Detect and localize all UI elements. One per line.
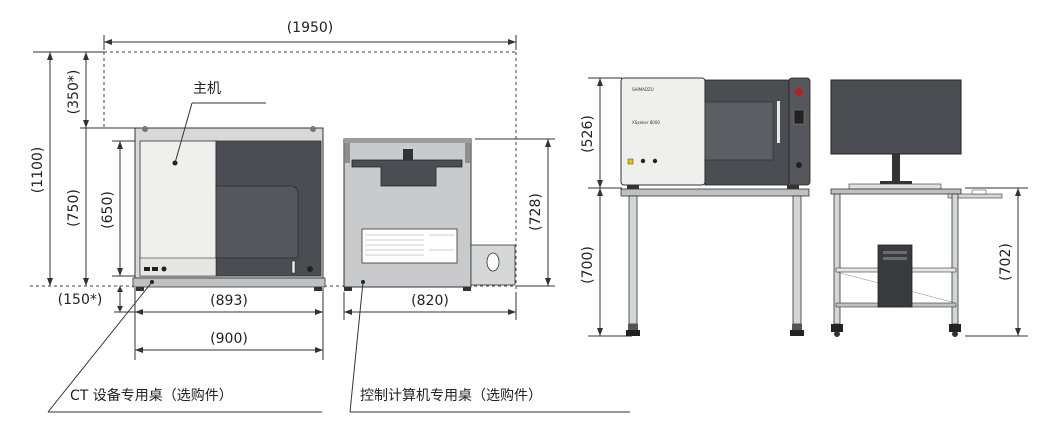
dim-pc-desk-width: (820) (343, 292, 517, 320)
brand-label: SHIMADZU (632, 87, 654, 92)
pc-desk-callout: 控制计算机专用桌（选购件） (349, 281, 630, 413)
pc-desk-side (830, 79, 1003, 337)
dim-ct-widths: (893) (900) (134, 288, 324, 360)
host-label: 主机 (193, 81, 221, 97)
dim-bottom-clearance-label: (150*) (58, 292, 103, 308)
dim-side-desk-height-label: (700) (580, 246, 596, 284)
dim-side-desk-height: (700) (580, 188, 632, 337)
ct-desk-side (620, 188, 810, 336)
dim-pc-desk-width-label: (820) (411, 293, 449, 309)
dim-side-pc-desk-height: (702) (965, 187, 1028, 337)
dim-side-pc-desk-height-label: (702) (998, 243, 1014, 281)
ct-desk-label: CT 设备专用桌（选购件） (70, 387, 233, 404)
dim-pc-desk-height: (728) (475, 138, 555, 287)
dim-total-width: (1950) (103, 20, 517, 50)
ct-unit-side: SHIMADZU XSeeker 8000 (620, 77, 811, 189)
dim-side-unit-height-label: (526) (580, 115, 596, 153)
pc-desk-label: 控制计算机专用桌（选购件） (360, 388, 542, 404)
model-label: XSeeker 8000 (632, 120, 660, 125)
host-callout: 主机 (174, 81, 266, 164)
dim-pc-desk-height-label: (728) (528, 193, 544, 231)
dim-total-width-label: (1950) (287, 20, 334, 36)
ct-desk-front (132, 277, 326, 291)
dim-top-clearance-label: (350*) (66, 70, 82, 115)
ct-desk-callout: CT 设备专用桌（选购件） (47, 281, 322, 413)
ct-unit-front (134, 126, 324, 279)
dim-ct-body-width-label: (893) (210, 293, 248, 309)
dim-heights-left: (1100) (350*) (750) (650) (150*) (30, 51, 135, 313)
dim-side-unit-height: (526) (580, 77, 622, 189)
pc-desk-front (343, 138, 516, 291)
dim-ct-body-height-label: (650) (100, 191, 116, 229)
dim-ct-desk-width-label: (900) (210, 331, 248, 347)
dim-ct-height-label: (750) (66, 189, 82, 227)
dim-total-height-label: (1100) (30, 147, 46, 194)
